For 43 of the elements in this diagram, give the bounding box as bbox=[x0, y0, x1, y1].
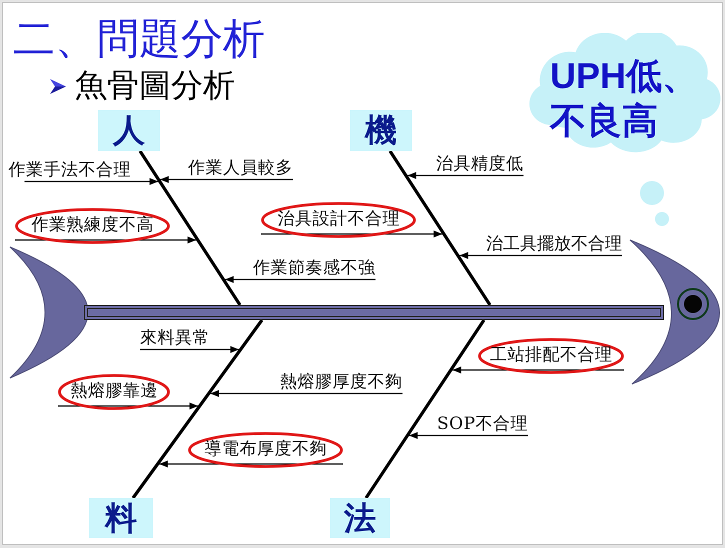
highlight-ellipse bbox=[478, 338, 624, 374]
cause-arrow bbox=[224, 276, 376, 283]
cause-arrow bbox=[210, 390, 402, 397]
cause-label: 熱熔膠厚度不夠 bbox=[280, 372, 402, 394]
cause-arrow bbox=[452, 366, 624, 374]
cause-label: 治工具擺放不合理 bbox=[486, 234, 622, 256]
fish-bone-line bbox=[138, 150, 242, 306]
category-box: 料 bbox=[89, 498, 153, 538]
cause-label: 來料異常 bbox=[140, 328, 210, 350]
cause-label: 治具設計不合理 bbox=[277, 209, 400, 229]
cause-arrow bbox=[24, 178, 158, 185]
cause-label: 作業熟練度不高 bbox=[31, 215, 154, 235]
category-box: 法 bbox=[330, 498, 390, 538]
cause-label: 作業節奏感不強 bbox=[253, 258, 376, 280]
fish-spine bbox=[84, 305, 664, 320]
cause-arrow bbox=[140, 346, 240, 353]
slide-title: 二、問題分析 bbox=[13, 14, 265, 64]
cause-arrow bbox=[261, 230, 442, 238]
category-box: 機 bbox=[350, 110, 412, 151]
cause-arrow bbox=[408, 432, 528, 439]
cause-label: 熱熔膠靠邊 bbox=[70, 381, 158, 401]
cause-label: 治具精度低 bbox=[436, 154, 524, 176]
category-box: 人 bbox=[98, 110, 160, 151]
cause-arrow bbox=[15, 236, 196, 244]
cause-label: 作業人員較多 bbox=[188, 158, 293, 180]
highlight-ellipse bbox=[261, 202, 416, 238]
subtitle: 魚骨圖分析 bbox=[75, 66, 235, 104]
cause-label: 導電布厚度不夠 bbox=[204, 439, 327, 459]
cloud-text: UPH低、不良高 bbox=[550, 54, 700, 143]
fish-bone-line bbox=[364, 319, 486, 499]
cause-arrow bbox=[459, 252, 622, 259]
cause-arrow bbox=[160, 176, 293, 183]
highlight-ellipse bbox=[15, 208, 170, 244]
cause-label: 工站排配不合理 bbox=[490, 345, 612, 365]
cause-label: 作業手法不合理 bbox=[8, 160, 131, 182]
cause-label: SOP不合理 bbox=[437, 414, 528, 436]
fish-bone-line bbox=[388, 150, 492, 306]
fish-bone-line bbox=[132, 319, 264, 499]
cause-arrow bbox=[58, 402, 198, 410]
highlight-ellipse bbox=[188, 432, 343, 468]
highlight-ellipse bbox=[58, 374, 170, 410]
cause-arrow bbox=[407, 172, 524, 179]
cause-arrow bbox=[159, 460, 343, 468]
